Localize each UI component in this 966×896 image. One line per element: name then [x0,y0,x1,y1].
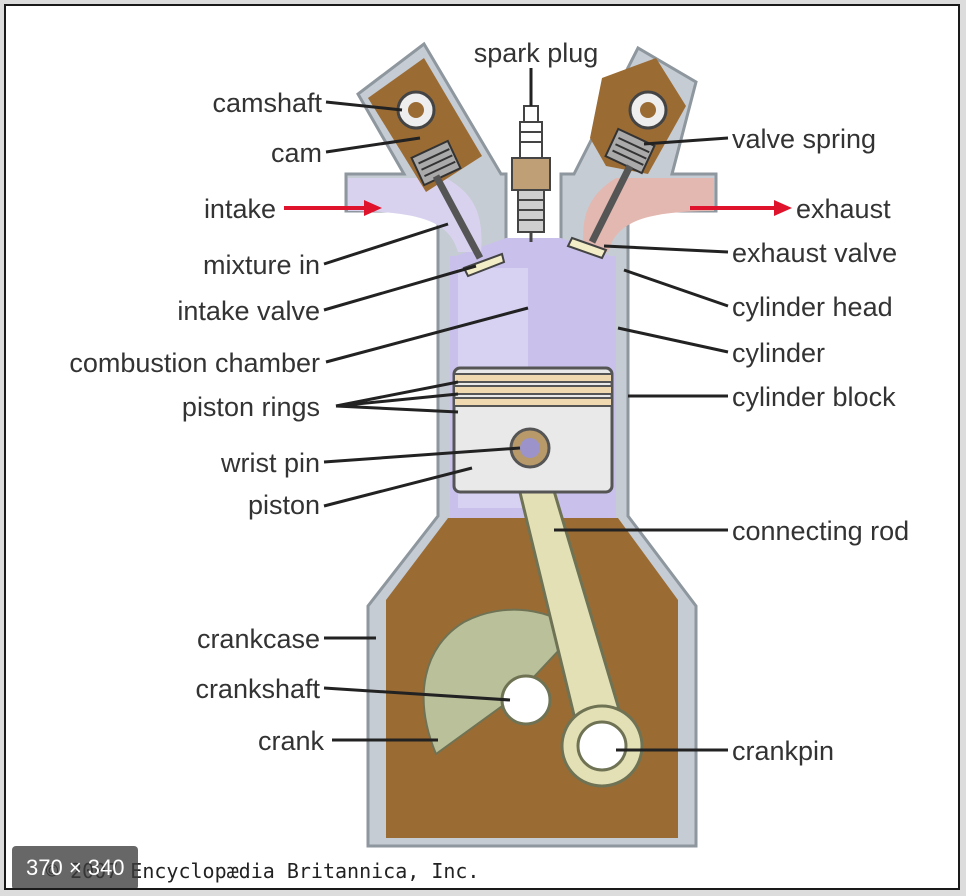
crankpin [578,722,626,770]
label-cam: cam [271,138,322,168]
label-piston-rings: piston rings [182,392,320,422]
leader-cylinder-head [624,270,728,306]
label-crankcase: crankcase [197,624,320,654]
leader-mixture-in [324,224,448,264]
piston-ring-1 [454,374,612,382]
leader-cylinder [618,328,728,352]
spark-plug [512,106,550,242]
label-crank: crank [258,726,325,756]
label-exhaust: exhaust [796,194,891,224]
label-spark-plug: spark plug [474,38,599,68]
diagram-frame: spark plug camshaft cam intake mixture i… [4,4,960,890]
intake-port [348,178,482,252]
label-cylinder-head: cylinder head [732,292,893,322]
intake-arrow [284,200,382,216]
label-intake: intake [204,194,276,224]
piston-ring-2 [454,386,612,394]
label-piston: piston [248,490,320,520]
label-combustion-chamber: combustion chamber [69,348,320,378]
label-cylinder-block: cylinder block [732,382,896,412]
label-exhaust-valve: exhaust valve [732,238,897,268]
engine-diagram: spark plug camshaft cam intake mixture i… [6,6,960,890]
camshaft-exhaust-hub [640,102,656,118]
label-mixture-in: mixture in [203,250,320,280]
label-intake-valve: intake valve [177,296,320,326]
label-valve-spring: valve spring [732,124,876,154]
camshaft-intake-hub [408,102,424,118]
label-wrist-pin: wrist pin [220,448,320,478]
piston-ring-3 [454,398,612,406]
wrist-pin-bore [520,438,540,458]
label-cylinder: cylinder [732,338,825,368]
label-connecting-rod: connecting rod [732,516,909,546]
label-crankpin: crankpin [732,736,834,766]
image-size-badge: 370 × 340 [12,846,138,890]
label-crankshaft: crankshaft [195,674,320,704]
label-camshaft: camshaft [212,88,322,118]
